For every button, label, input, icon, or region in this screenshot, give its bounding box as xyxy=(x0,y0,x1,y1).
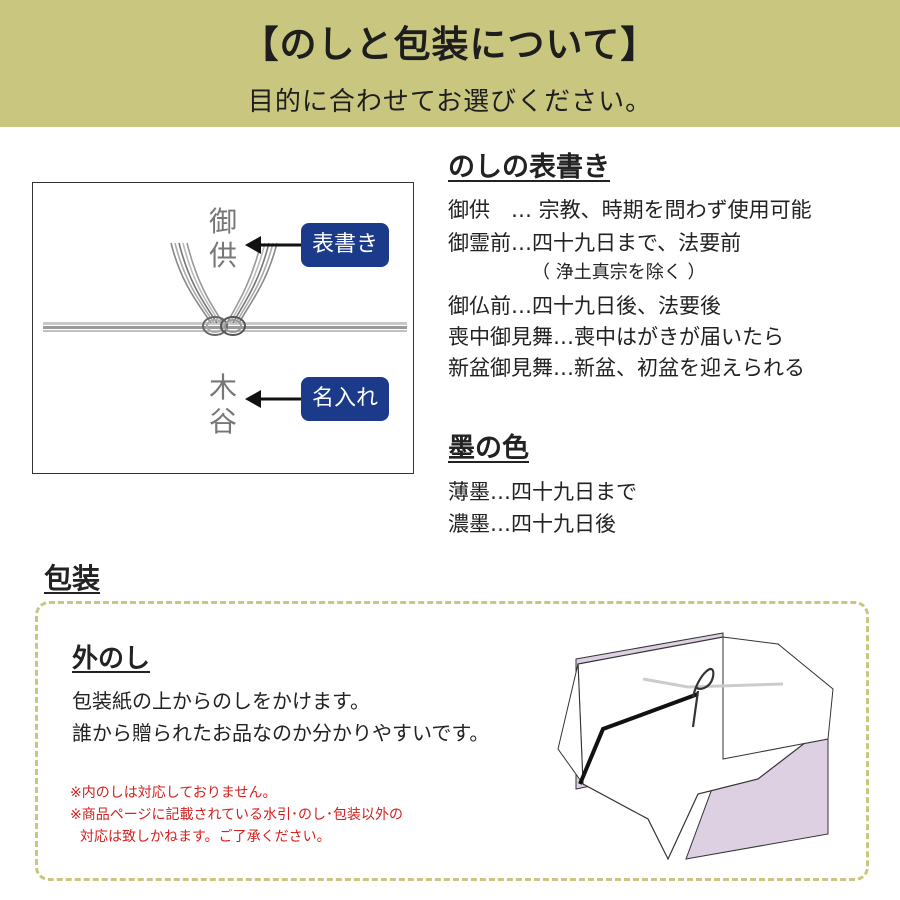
omotegaki-line: （ 浄土真宗を除く ） xyxy=(532,262,706,283)
tag-naire: 名入れ xyxy=(301,377,389,421)
omotegaki-line: 新盆御見舞…新盆、初盆を迎えられる xyxy=(448,356,805,380)
soto-noshi-heading: 外のし xyxy=(72,644,151,674)
wrapped-box-illustration xyxy=(557,632,834,861)
omotegaki-line: 御供 … 宗教、時期を問わず使用可能 xyxy=(448,198,812,222)
note-line: ※商品ページに記載されている水引･のし･包装以外の xyxy=(70,807,404,823)
ink-line: 薄墨…四十九日まで xyxy=(448,480,637,504)
page-subtitle: 目的に合わせてお選びください。 xyxy=(247,87,653,117)
packaging-heading: 包装 xyxy=(44,562,101,595)
omotegaki-line: 御仏前…四十九日後、法要後 xyxy=(448,294,721,318)
ink-line: 濃墨…四十九日後 xyxy=(448,512,616,536)
omotegaki-line: 御霊前…四十九日まで、法要前 xyxy=(448,231,742,255)
omotegaki-upper-text: 御供 xyxy=(208,205,237,272)
soto-noshi-line: 包装紙の上からのしをかけます。 xyxy=(72,689,370,713)
header-banner: 【のしと包装について】 目的に合わせてお選びください。 xyxy=(0,0,900,127)
name-lower-text: 木谷 xyxy=(208,371,237,438)
tag-omotegaki: 表書き xyxy=(301,223,389,267)
omotegaki-heading: のしの表書き xyxy=(448,152,610,183)
mizuhiki-illustration xyxy=(43,236,407,408)
note-line: ※内のしは対応しておりません。 xyxy=(70,785,277,801)
packaging-box: 外のし 包装紙の上からのしをかけます。 誰から贈られたお品なのか分かりやすいです… xyxy=(35,601,869,881)
page-title: 【のしと包装について】 xyxy=(241,23,659,66)
omotegaki-line: 喪中御見舞…喪中はがきが届いたら xyxy=(448,325,784,349)
arrow-upper-icon xyxy=(245,236,301,254)
note-line: 対応は致しかねます。ご了承ください。 xyxy=(80,829,331,845)
soto-noshi-line: 誰から贈られたお品なのか分かりやすいです。 xyxy=(72,721,490,745)
noshi-example-card: 御供 木谷 表書き 名入れ xyxy=(32,182,414,474)
arrow-lower-icon xyxy=(245,390,301,408)
ink-heading: 墨の色 xyxy=(448,433,529,464)
